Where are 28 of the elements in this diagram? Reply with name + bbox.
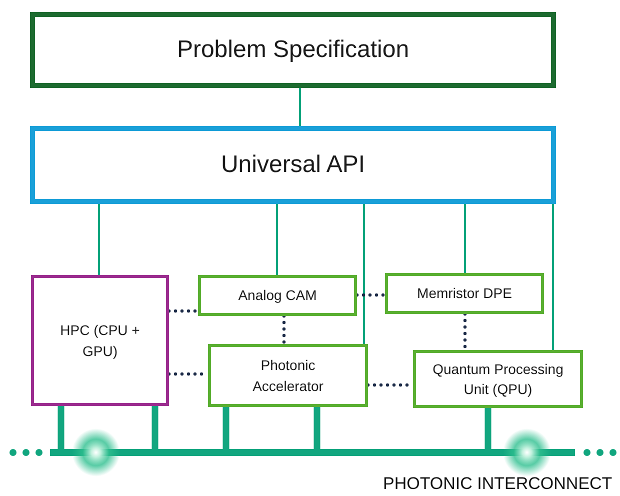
connector-line (299, 88, 301, 126)
bus-link (484, 408, 492, 452)
dotted-connector (355, 293, 387, 297)
component-box (198, 275, 357, 316)
bus-link (58, 406, 64, 452)
component-box (385, 273, 544, 314)
node-label: HPC (CPU + GPU) (59, 321, 141, 361)
component-box (413, 350, 583, 408)
connector-line (98, 204, 100, 275)
layer-box (30, 12, 556, 88)
connector-line (363, 204, 365, 344)
node-label: Problem Specification (176, 34, 410, 65)
component-box (208, 344, 368, 407)
bus-link (222, 407, 230, 452)
bus-link (152, 406, 158, 452)
node-label: Universal API (220, 150, 366, 180)
node-label: Memristor DPE (416, 284, 513, 304)
dotted-connector (282, 314, 286, 346)
connector-line (276, 204, 278, 275)
component-box (31, 275, 169, 406)
node-label: Quantum Processing Unit (QPU) (432, 360, 564, 399)
node-label: Analog CAM (237, 286, 318, 306)
bus-link (314, 407, 320, 452)
node-label: Photonic Accelerator (252, 356, 324, 396)
connector-line (552, 204, 554, 350)
bus-label: PHOTONIC INTERCONNECT (383, 474, 612, 494)
layer-box (30, 126, 556, 204)
connector-line (464, 204, 466, 273)
